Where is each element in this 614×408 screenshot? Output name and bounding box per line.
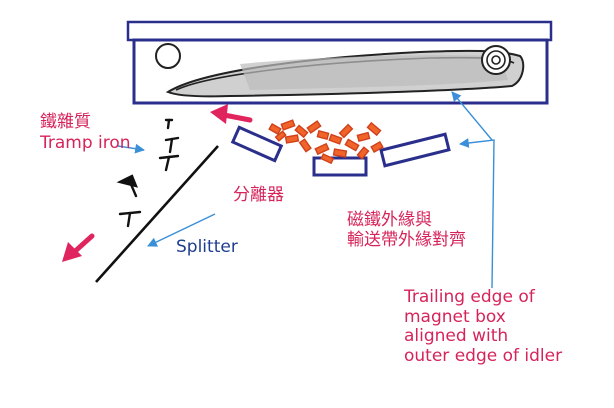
alignment-chinese-line-1: 磁鐵外緣與	[347, 210, 432, 230]
belt-direction-arrow-icon	[210, 104, 253, 124]
leader-lines	[117, 91, 495, 289]
trailing-edge-label: Trailing edge of magnet box aligned with…	[404, 287, 563, 366]
trailing-edge-line-3: aligned with	[404, 326, 509, 347]
tramp-iron-label: Tramp iron	[40, 133, 131, 153]
trailing-edge-line-4: outer edge of idler	[404, 345, 563, 366]
conveyed-material	[268, 119, 384, 165]
belt-loop	[165, 49, 525, 98]
trailing-edge-line-1: Trailing edge of	[404, 287, 535, 307]
tramp-iron-nail-icon	[116, 118, 180, 228]
left-pulley-icon	[155, 43, 181, 69]
right-pulley-icon	[481, 45, 511, 75]
tramp-iron-chinese-label: 鐵雜質	[40, 112, 91, 132]
splitter-chinese-label: 分離器	[233, 185, 284, 205]
alignment-chinese-label: 磁鐵外緣與 輸送帶外緣對齊	[347, 210, 466, 250]
alignment-chinese-line-2: 輸送帶外緣對齊	[347, 229, 466, 250]
splitter-plate	[95, 145, 219, 283]
splitter-label: Splitter	[176, 237, 238, 257]
idler-boxes	[230, 125, 451, 177]
discharge-direction-arrow-icon	[62, 233, 95, 262]
trailing-edge-line-2: magnet box	[404, 306, 506, 327]
